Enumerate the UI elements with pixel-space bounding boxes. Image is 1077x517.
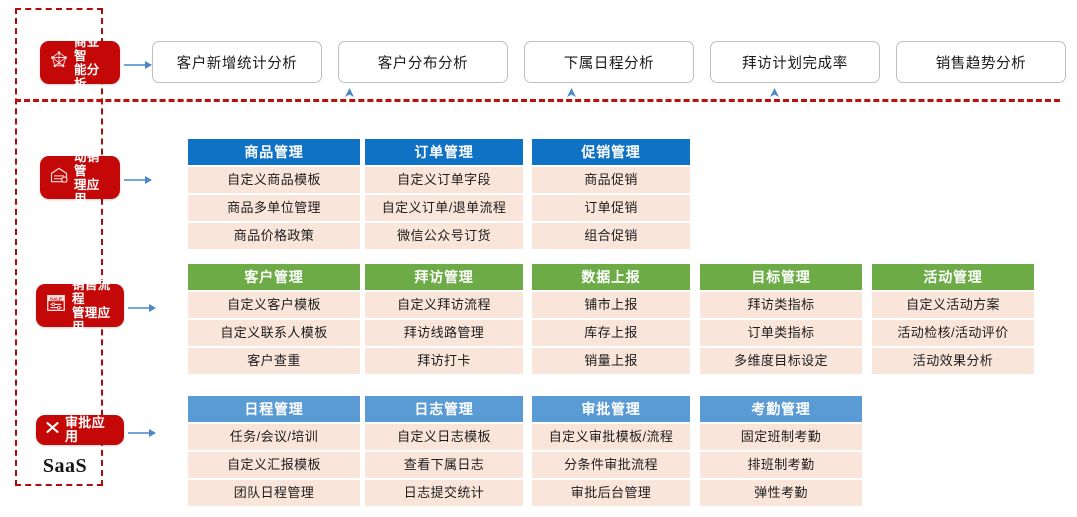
column-title: 数据上报 — [532, 264, 690, 290]
bi-button-1[interactable]: 客户分布分析 — [338, 41, 508, 83]
column-item[interactable]: 客户查重 — [188, 348, 360, 374]
module-column-schedule-mgmt: 日程管理 任务/会议/培训 自定义汇报模板 团队日程管理 — [188, 396, 360, 506]
badge-label: 动销管 理应用 — [74, 149, 100, 206]
module-column-journal-mgmt: 日志管理 自定义日志模板 查看下属日志 日志提交统计 — [365, 396, 523, 506]
module-column-activity-mgmt: 活动管理 自定义活动方案 活动检核/活动评价 活动效果分析 — [872, 264, 1034, 374]
badge-label: 销售流程 管理应用 — [72, 277, 111, 334]
column-item[interactable]: 库存上报 — [532, 320, 690, 346]
column-item[interactable]: 商品价格政策 — [188, 223, 360, 249]
column-item[interactable]: 自定义客户模板 — [188, 292, 360, 318]
badge-business-intelligence[interactable]: 商业智 能分析 — [40, 35, 120, 91]
column-item[interactable]: 自定义审批模板/流程 — [532, 424, 690, 450]
column-item[interactable]: 自定义联系人模板 — [188, 320, 360, 346]
column-item[interactable]: 组合促销 — [532, 223, 690, 249]
badge-label: 审批应用 — [65, 415, 105, 444]
badge-approval-app[interactable]: 审批应用 — [36, 415, 124, 445]
column-title: 活动管理 — [872, 264, 1034, 290]
column-item[interactable]: 自定义汇报模板 — [188, 452, 360, 478]
badge-sales-process-app[interactable]: SALE 销售流程 管理应用 — [36, 278, 124, 334]
column-item[interactable]: 商品促销 — [532, 167, 690, 193]
bi-button-4[interactable]: 销售趋势分析 — [896, 41, 1066, 83]
bi-button-3[interactable]: 拜访计划完成率 — [710, 41, 880, 83]
bi-button-2[interactable]: 下属日程分析 — [524, 41, 694, 83]
column-item[interactable]: 拜访打卡 — [365, 348, 523, 374]
column-item[interactable]: 微信公众号订货 — [365, 223, 523, 249]
column-title: 审批管理 — [532, 396, 690, 422]
column-title: 促销管理 — [532, 139, 690, 165]
column-title: 订单管理 — [365, 139, 523, 165]
column-title: 日志管理 — [365, 396, 523, 422]
column-item[interactable]: 查看下属日志 — [365, 452, 523, 478]
column-item[interactable]: 自定义商品模板 — [188, 167, 360, 193]
arrow-process-to-columns — [128, 300, 156, 312]
module-column-order-mgmt: 订单管理 自定义订单字段 自定义订单/退单流程 微信公众号订货 — [365, 139, 523, 249]
column-item[interactable]: 商品多单位管理 — [188, 195, 360, 221]
column-item[interactable]: 订单促销 — [532, 195, 690, 221]
store-house-icon — [49, 165, 69, 190]
column-item[interactable]: 订单类指标 — [700, 320, 862, 346]
network-graph-icon — [49, 50, 69, 75]
bi-layer-divider — [15, 99, 1060, 102]
arrow-sales-app-to-columns — [124, 172, 152, 184]
column-item[interactable]: 活动检核/活动评价 — [872, 320, 1034, 346]
column-item[interactable]: 排班制考勤 — [700, 452, 862, 478]
module-column-attendance-mgmt: 考勤管理 固定班制考勤 排班制考勤 弹性考勤 — [700, 396, 862, 506]
column-item[interactable]: 多维度目标设定 — [700, 348, 862, 374]
column-title: 拜访管理 — [365, 264, 523, 290]
arrow-up-marker-1 — [566, 88, 577, 101]
badge-label: 商业智 能分析 — [74, 34, 100, 91]
column-item[interactable]: 日志提交统计 — [365, 480, 523, 506]
column-item[interactable]: 销量上报 — [532, 348, 690, 374]
module-column-approval-mgmt: 审批管理 自定义审批模板/流程 分条件审批流程 审批后台管理 — [532, 396, 690, 506]
column-item[interactable]: 自定义日志模板 — [365, 424, 523, 450]
column-item[interactable]: 活动效果分析 — [872, 348, 1034, 374]
column-item[interactable]: 自定义活动方案 — [872, 292, 1034, 318]
badge-sales-activation-app[interactable]: 动销管 理应用 — [40, 150, 120, 206]
module-column-promotion-mgmt: 促销管理 商品促销 订单促销 组合促销 — [532, 139, 690, 249]
svg-text:SALE: SALE — [50, 296, 62, 301]
column-title: 商品管理 — [188, 139, 360, 165]
saas-label: SaaS — [42, 455, 88, 477]
arrow-approval-to-columns — [128, 425, 156, 437]
column-item[interactable]: 拜访类指标 — [700, 292, 862, 318]
module-column-customer-mgmt: 客户管理 自定义客户模板 自定义联系人模板 客户查重 — [188, 264, 360, 374]
column-item[interactable]: 团队日程管理 — [188, 480, 360, 506]
column-item[interactable]: 弹性考勤 — [700, 480, 862, 506]
column-item[interactable]: 自定义拜访流程 — [365, 292, 523, 318]
column-item[interactable]: 铺市上报 — [532, 292, 690, 318]
column-item[interactable]: 拜访线路管理 — [365, 320, 523, 346]
module-column-product-mgmt: 商品管理 自定义商品模板 商品多单位管理 商品价格政策 — [188, 139, 360, 249]
column-title: 目标管理 — [700, 264, 862, 290]
column-item[interactable]: 分条件审批流程 — [532, 452, 690, 478]
bi-button-0[interactable]: 客户新增统计分析 — [152, 41, 322, 83]
column-title: 考勤管理 — [700, 396, 862, 422]
module-column-visit-mgmt: 拜访管理 自定义拜访流程 拜访线路管理 拜访打卡 — [365, 264, 523, 374]
module-column-data-report: 数据上报 铺市上报 库存上报 销量上报 — [532, 264, 690, 374]
saas-boundary-box — [15, 8, 103, 486]
column-item[interactable]: 任务/会议/培训 — [188, 424, 360, 450]
sale-sign-icon: SALE — [45, 292, 67, 319]
module-column-target-mgmt: 目标管理 拜访类指标 订单类指标 多维度目标设定 — [700, 264, 862, 374]
column-item[interactable]: 固定班制考勤 — [700, 424, 862, 450]
column-item[interactable]: 自定义订单字段 — [365, 167, 523, 193]
cross-mark-icon — [45, 420, 60, 440]
arrow-up-marker-0 — [344, 88, 355, 101]
column-title: 客户管理 — [188, 264, 360, 290]
column-title: 日程管理 — [188, 396, 360, 422]
column-item[interactable]: 自定义订单/退单流程 — [365, 195, 523, 221]
arrow-up-marker-2 — [769, 88, 780, 101]
column-item[interactable]: 审批后台管理 — [532, 480, 690, 506]
arrow-bi-to-buttons — [124, 57, 152, 69]
